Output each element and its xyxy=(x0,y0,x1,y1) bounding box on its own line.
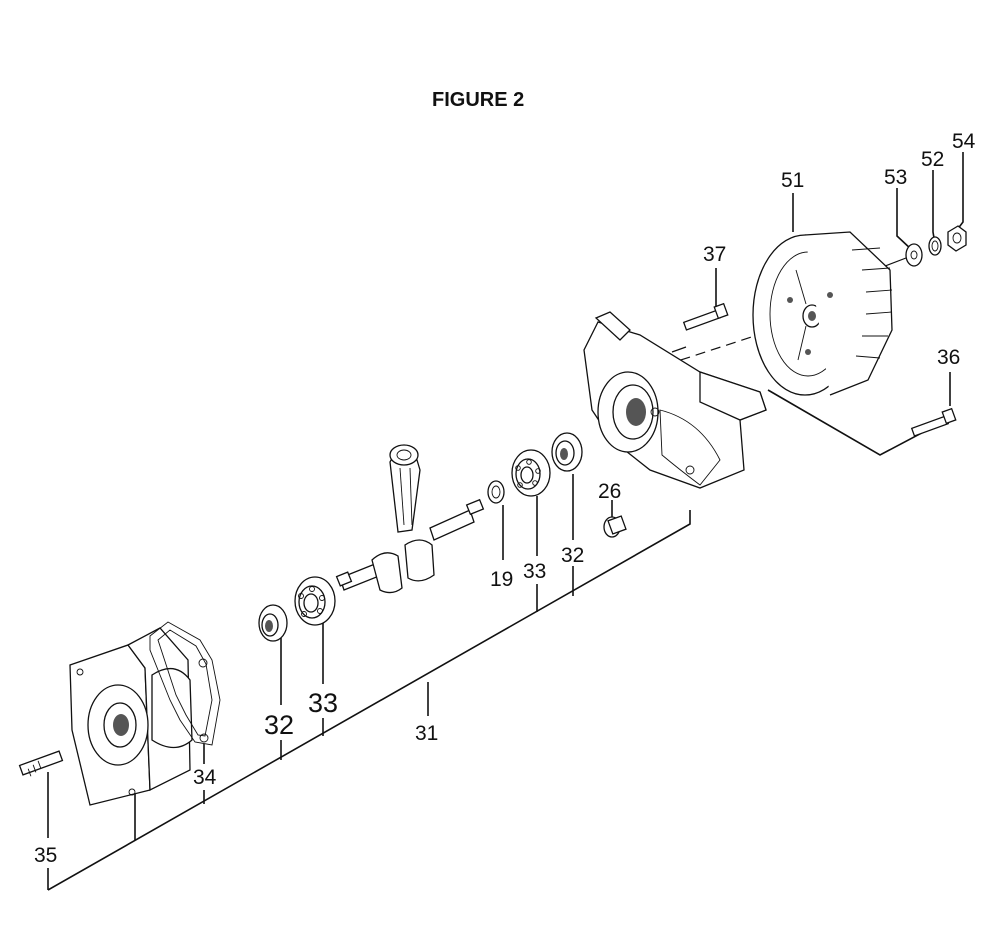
plug-part xyxy=(603,515,627,538)
callout-32-large: 32 xyxy=(264,710,294,740)
crankshaft-part xyxy=(335,444,485,594)
callout-52: 52 xyxy=(921,148,944,171)
stud-bolt-part xyxy=(18,750,64,777)
bolt-lower-part xyxy=(910,407,957,437)
ball-bearing-small-part xyxy=(511,449,551,497)
callout-31: 31 xyxy=(415,722,438,745)
callout-26: 26 xyxy=(598,480,621,503)
callout-37: 37 xyxy=(703,243,726,266)
bolt-upper-part xyxy=(682,302,729,331)
figure-title: FIGURE 2 xyxy=(432,89,524,111)
callout-53: 53 xyxy=(884,166,907,189)
callout-34: 34 xyxy=(193,766,217,789)
flat-washer-part xyxy=(905,243,923,267)
callout-labels: 19 26 31 32 32 33 33 34 35 36 37 51 52 5… xyxy=(34,130,976,867)
nut-part xyxy=(947,225,967,252)
flywheel-part xyxy=(752,231,893,396)
callout-33-large: 33 xyxy=(308,688,338,718)
spring-washer-part xyxy=(928,236,942,256)
callout-33-small: 33 xyxy=(523,560,546,583)
callout-19: 19 xyxy=(490,568,513,591)
oil-seal-large-part xyxy=(258,604,288,642)
callout-35: 35 xyxy=(34,844,57,867)
callout-51: 51 xyxy=(781,169,804,192)
callout-36: 36 xyxy=(937,346,960,369)
left-crankcase-part xyxy=(69,627,193,806)
thrust-washer-part xyxy=(487,480,505,504)
callout-32-small: 32 xyxy=(561,544,584,567)
ball-bearing-large-part xyxy=(294,576,336,626)
callout-54: 54 xyxy=(952,130,976,153)
right-crankcase-part xyxy=(583,311,767,489)
gasket-part xyxy=(149,621,221,746)
oil-seal-small-part xyxy=(551,432,583,472)
